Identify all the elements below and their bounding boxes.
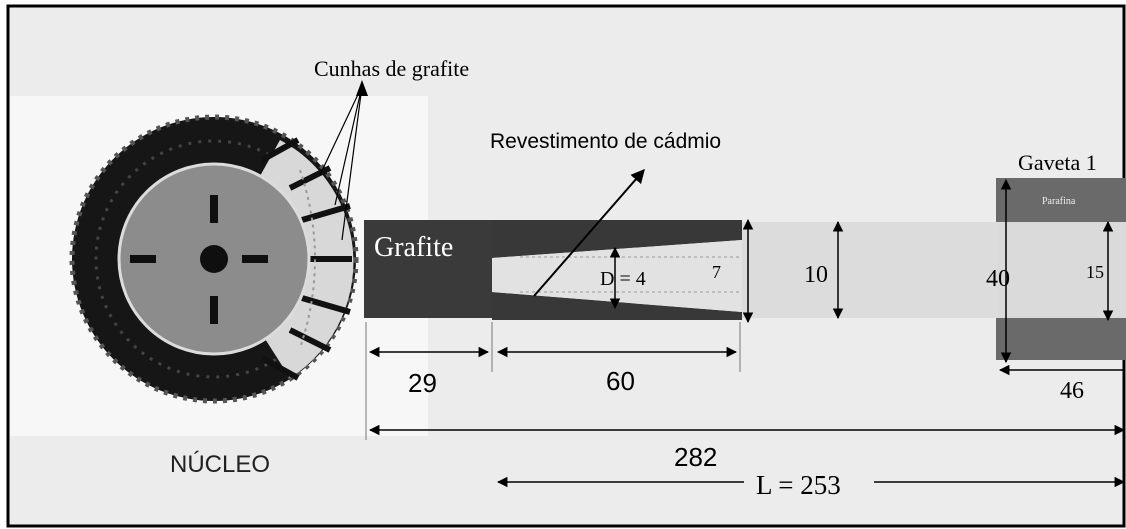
wedge-dashed-arc xyxy=(299,169,316,349)
graphite-label: Grafite xyxy=(374,232,453,263)
paraffin-label: Parafina xyxy=(1042,196,1076,207)
reactor-core xyxy=(69,114,359,404)
core-ring-teeth xyxy=(69,114,359,404)
core-center-rod xyxy=(200,245,228,273)
graphite-wedges xyxy=(260,137,352,381)
cadmium-label: Revestimento de cádmio xyxy=(490,130,721,153)
dim-d4-label: D = 4 xyxy=(600,268,646,290)
graphite-block xyxy=(364,220,492,318)
dim-29-label: 29 xyxy=(408,368,437,398)
dim-282-label: 282 xyxy=(674,442,717,472)
wedge-leader-lines xyxy=(319,85,363,241)
cadmium-leader-arrow xyxy=(533,168,645,297)
wedge-leader-arrow xyxy=(356,80,368,96)
dim-L-label: L = 253 xyxy=(756,470,841,500)
dim-46-label: 46 xyxy=(1060,378,1084,404)
paraffin-upper xyxy=(996,178,1126,222)
dim-10-label: 10 xyxy=(804,262,828,288)
cadmium-upper xyxy=(492,220,742,258)
horizontal-dimensions xyxy=(365,322,1126,488)
drawer-channel xyxy=(998,222,1126,318)
drawer-label: Gaveta 1 xyxy=(1018,150,1097,175)
dim-15-label: 15 xyxy=(1086,262,1104,282)
dim-7-label: 7 xyxy=(712,262,721,282)
paraffin-lower xyxy=(996,318,1126,360)
vertical-dimensions xyxy=(609,178,1114,364)
dim-40-label: 40 xyxy=(986,266,1010,292)
wedges-label: Cunhas de grafite xyxy=(314,56,469,81)
dim-60-label: 60 xyxy=(606,366,635,396)
control-rods xyxy=(130,195,268,324)
core-label: NÚCLEO xyxy=(170,451,270,478)
beam-channel xyxy=(742,222,998,318)
